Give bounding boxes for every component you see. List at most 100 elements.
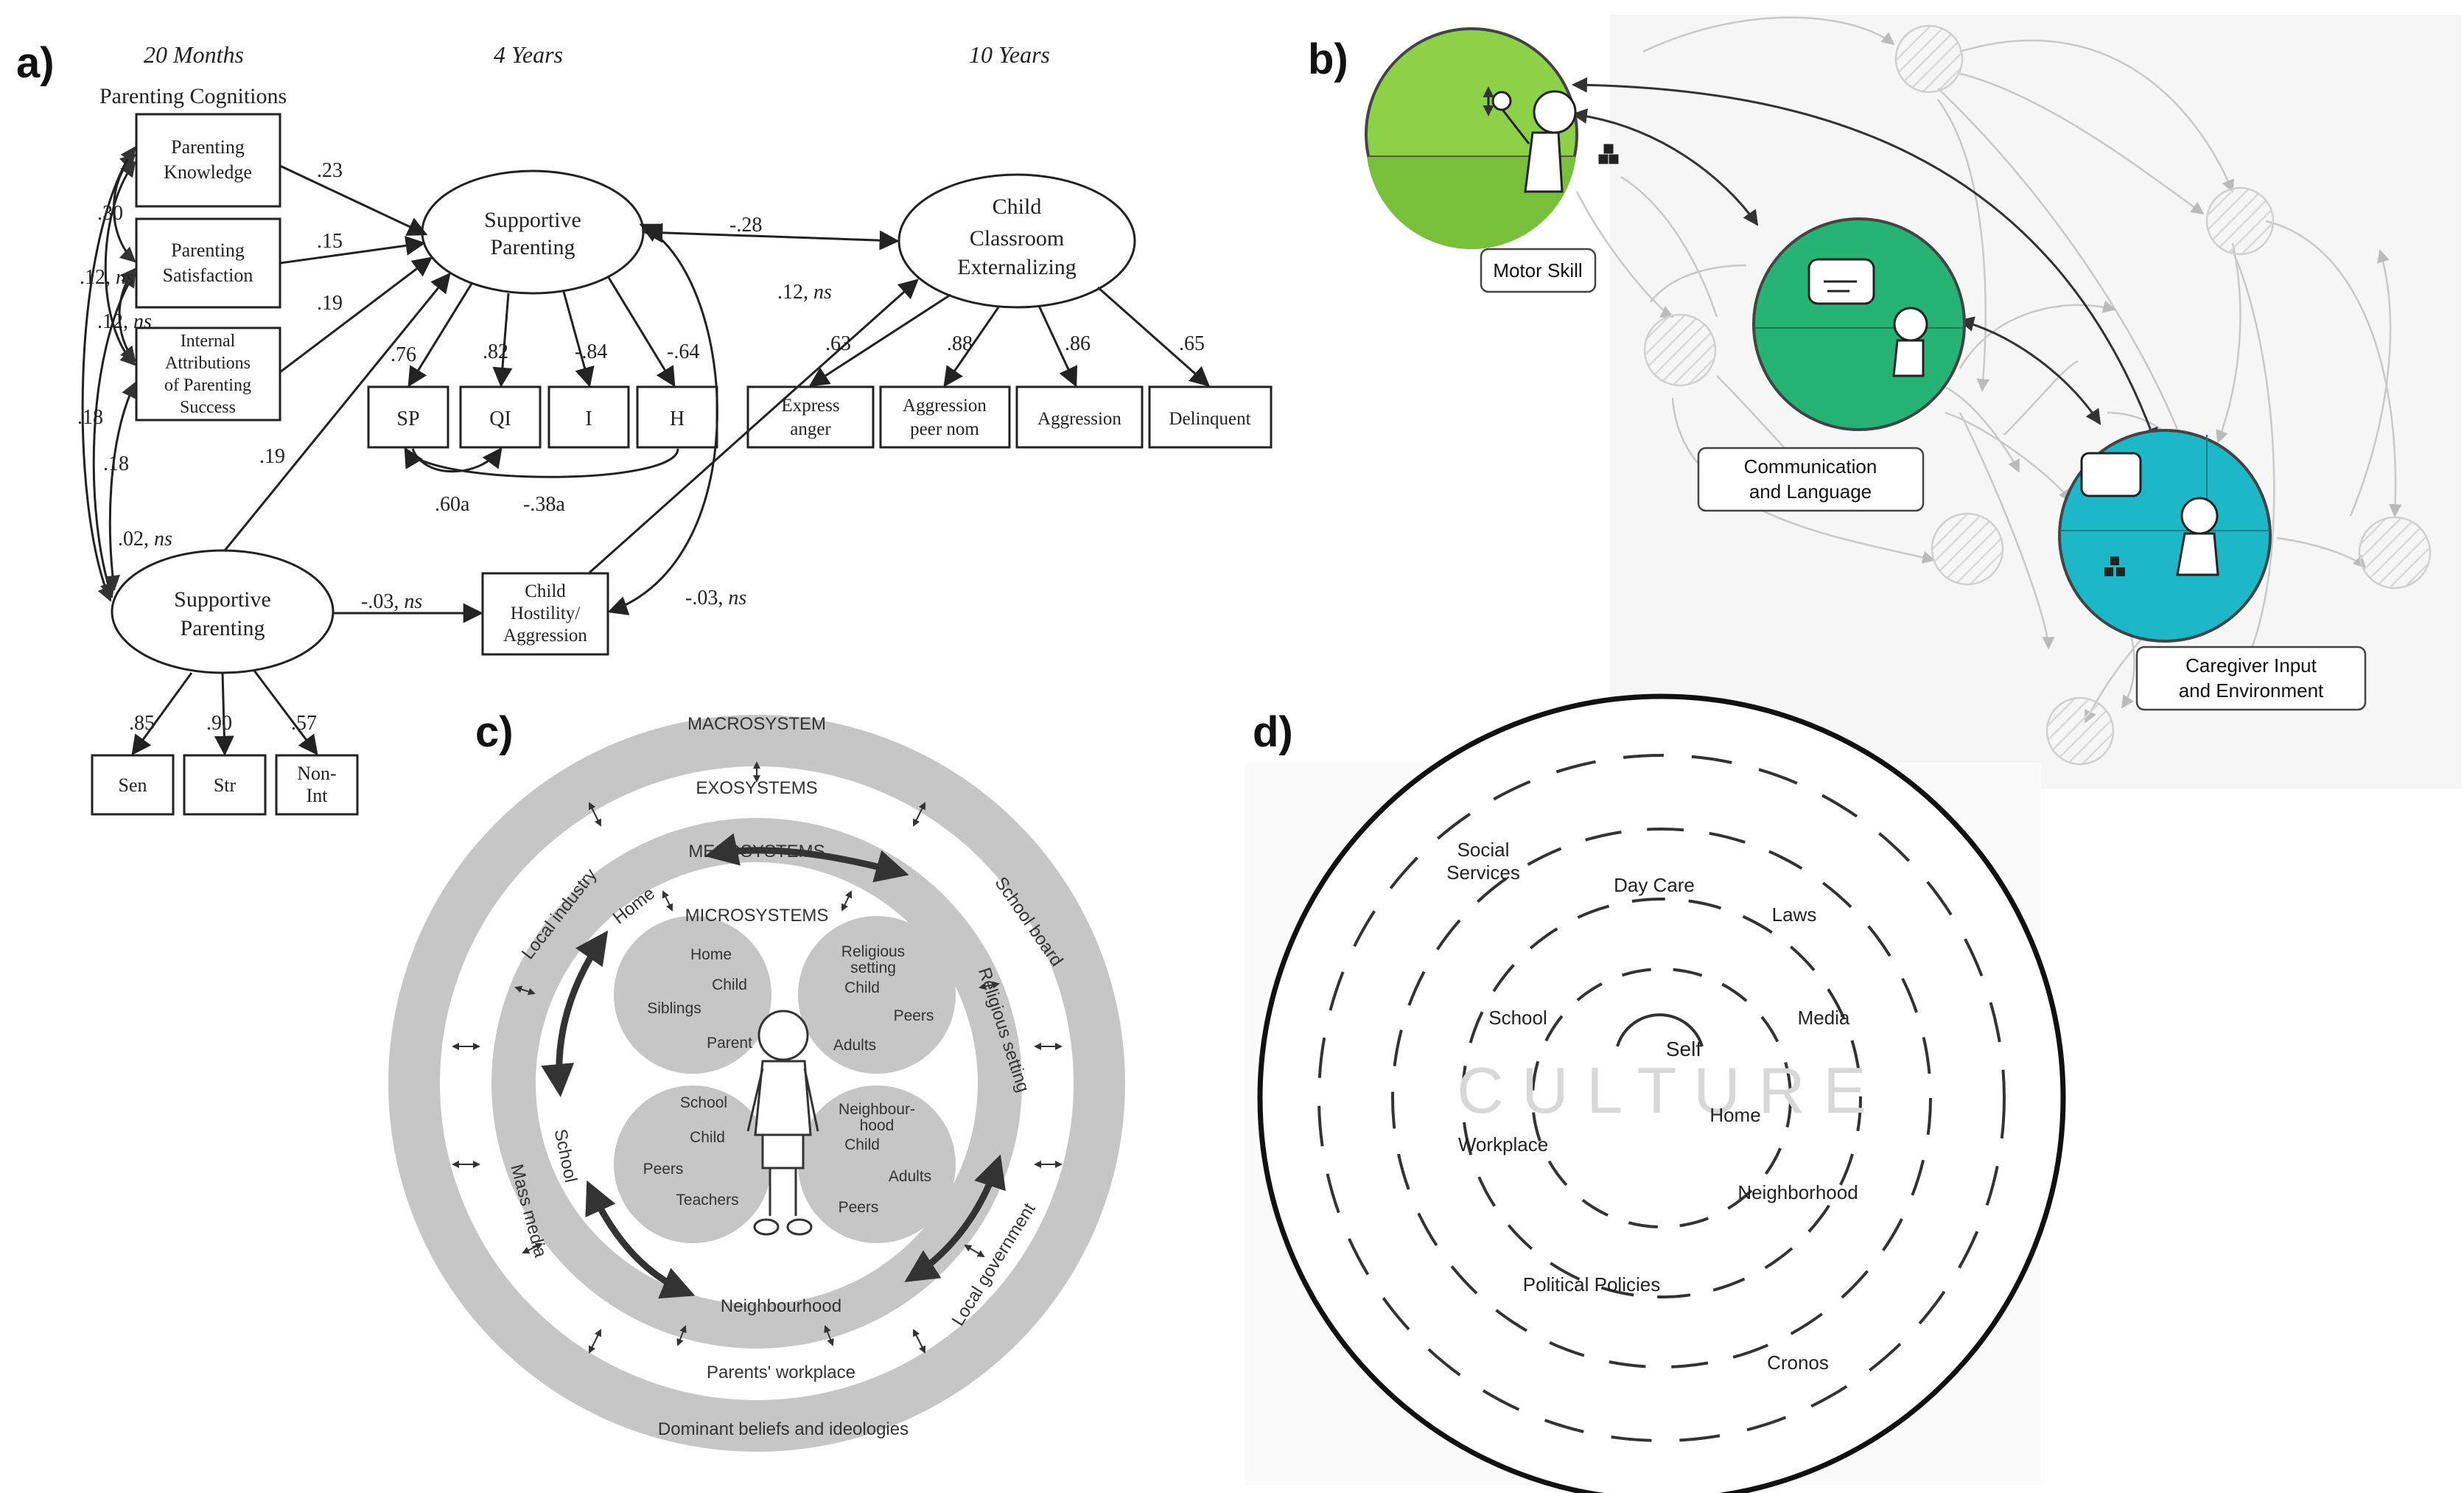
child-figure-icon: [1892, 307, 1928, 377]
micro-school-teachers: Teachers: [676, 1192, 738, 1209]
ellipse-supportive-parenting-20m: [111, 549, 335, 674]
box-parenting-satisfaction: [135, 217, 281, 309]
box-attr-line4: Success: [180, 398, 236, 417]
label-non: Non-: [297, 763, 336, 784]
label-microsystems: MICROSYSTEMS: [685, 906, 829, 926]
label-services: Services: [1446, 861, 1520, 884]
micro-home-circle: [614, 916, 771, 1074]
coef-express: .63: [825, 332, 851, 355]
coef-corr-60: .60a: [435, 493, 470, 516]
micro-neigh-peers: Peers: [839, 1199, 879, 1216]
panel-labels: a) b) c) d): [16, 35, 1348, 756]
coef-i: -.84: [575, 340, 607, 363]
box-express-anger: [746, 385, 875, 449]
box-attr-line1: Internal: [181, 332, 236, 351]
coef-supp20-supp4: .19: [259, 445, 285, 468]
micro-home-title: Home: [690, 946, 732, 963]
placeholder-node-5: [2358, 516, 2432, 590]
label-delinquent: Delinquent: [1169, 409, 1250, 429]
coef-supp-child: -.28: [729, 214, 762, 237]
panel-d-culture-rings: C U L T U R E Social Services Day Care L…: [1245, 693, 2066, 1493]
label-home: Home: [1709, 1104, 1760, 1126]
label-box-caregiver: [2135, 646, 2367, 711]
center-arc: [1616, 1013, 1704, 1047]
panel-label-a: a): [16, 39, 55, 87]
label-express: Express: [781, 396, 839, 416]
toy-blocks-icon: [1598, 144, 1619, 164]
node-caregiver-input: [2058, 429, 2272, 643]
toy-blocks-icon: [2104, 556, 2125, 576]
box-satisfaction-line2: Satisfaction: [163, 265, 253, 286]
supp4-line1: Supportive: [484, 208, 581, 232]
coef-aggpeer: .88: [947, 332, 973, 355]
time-label-10-years: 10 Years: [969, 41, 1050, 68]
coef-left5: .18: [103, 452, 129, 475]
label-host-1: Child: [525, 581, 566, 601]
coef-str: .90: [206, 712, 232, 735]
micro-home-parent: Parent: [707, 1035, 752, 1052]
supp4-line2: Parenting: [491, 235, 575, 259]
dashed-ring-3: [1461, 898, 1862, 1298]
box-satisfaction-line1: Parenting: [171, 239, 245, 261]
child-figure-icon: [746, 1010, 819, 1236]
label-communication-1: Communication: [1744, 455, 1877, 478]
micro-rel-peers: Peers: [894, 1007, 934, 1024]
label-culture: C U L T U R E: [1457, 1054, 1866, 1127]
rattle-icon: [1491, 91, 1512, 111]
coef-knowledge: .23: [317, 159, 343, 182]
box-knowledge-line1: Parenting: [171, 136, 245, 158]
placeholder-node-6: [2045, 696, 2115, 766]
box-aggression: [1015, 385, 1144, 449]
coef-sen: .85: [129, 712, 155, 735]
label-workplace: Workplace: [1458, 1133, 1548, 1155]
coef-sp: .76: [391, 343, 416, 366]
label-political-policies: Political Policies: [1523, 1273, 1660, 1296]
micro-neigh-child: Child: [844, 1136, 880, 1153]
label-sen: Sen: [119, 775, 147, 796]
outer-circle: [1257, 693, 2066, 1493]
micro-religious-circle: [798, 916, 956, 1074]
child10-line1: Child: [993, 195, 1042, 219]
panel-label-c: c): [475, 708, 514, 756]
panel-label-d: d): [1253, 708, 1293, 756]
box-attr-line2: Attributions: [165, 354, 251, 373]
label-communication-2: and Language: [1749, 480, 1872, 503]
box-knowledge-line2: Knowledge: [164, 161, 252, 183]
coef-left2: .12, ns: [80, 266, 134, 289]
micro-school-title: School: [680, 1094, 727, 1111]
small-ring-arrows: [452, 761, 1063, 1354]
child-figure-icon: [1502, 90, 1577, 193]
dashed-ring-4: [1531, 968, 1792, 1228]
child10-line2: Classroom: [970, 226, 1064, 251]
coef-qi: .82: [483, 340, 508, 363]
label-laws: Laws: [1772, 903, 1817, 926]
micro-rel-1: Religious: [841, 943, 905, 960]
micro-rel-child: Child: [844, 979, 880, 996]
label-aggression-peer-1: Aggression: [903, 396, 987, 416]
micro-neigh-2: hood: [860, 1117, 895, 1134]
label-aggression-peer-2: peer nom: [910, 419, 979, 439]
micro-neigh-adults: Adults: [889, 1168, 931, 1185]
label-caregiver-2: and Environment: [2179, 679, 2324, 702]
coef-supp20-host: -.03, ns: [361, 590, 422, 613]
label-exosystems: EXOSYSTEMS: [696, 778, 817, 798]
box-attr-line3: of Parenting: [164, 376, 251, 395]
label-neighbourhood-meso: Neighbourhood: [721, 1296, 841, 1316]
label-media: Media: [1798, 1007, 1850, 1029]
coef-left3: .12, ns: [97, 310, 152, 333]
placeholder-node-4: [1931, 512, 2004, 586]
coef-nonint: .57: [291, 712, 317, 735]
panel-label-b: b): [1308, 35, 1348, 83]
label-i: I: [585, 408, 592, 430]
label-int: Int: [307, 785, 329, 806]
dashed-ring-2: [1391, 828, 1932, 1368]
child-figure-icon: [2176, 497, 2219, 576]
micro-school-child: Child: [690, 1129, 725, 1146]
coef-attributions: .19: [317, 292, 343, 315]
micro-home-child: Child: [712, 976, 747, 993]
box-parenting-knowledge: [135, 113, 281, 208]
panel-c-ecological-rings: MACROSYSTEM EXOSYSTEMS MESOSYSTEMS MICRO…: [388, 714, 1125, 1452]
micro-school-peers: Peers: [643, 1161, 684, 1178]
label-aggression: Aggression: [1037, 409, 1121, 429]
